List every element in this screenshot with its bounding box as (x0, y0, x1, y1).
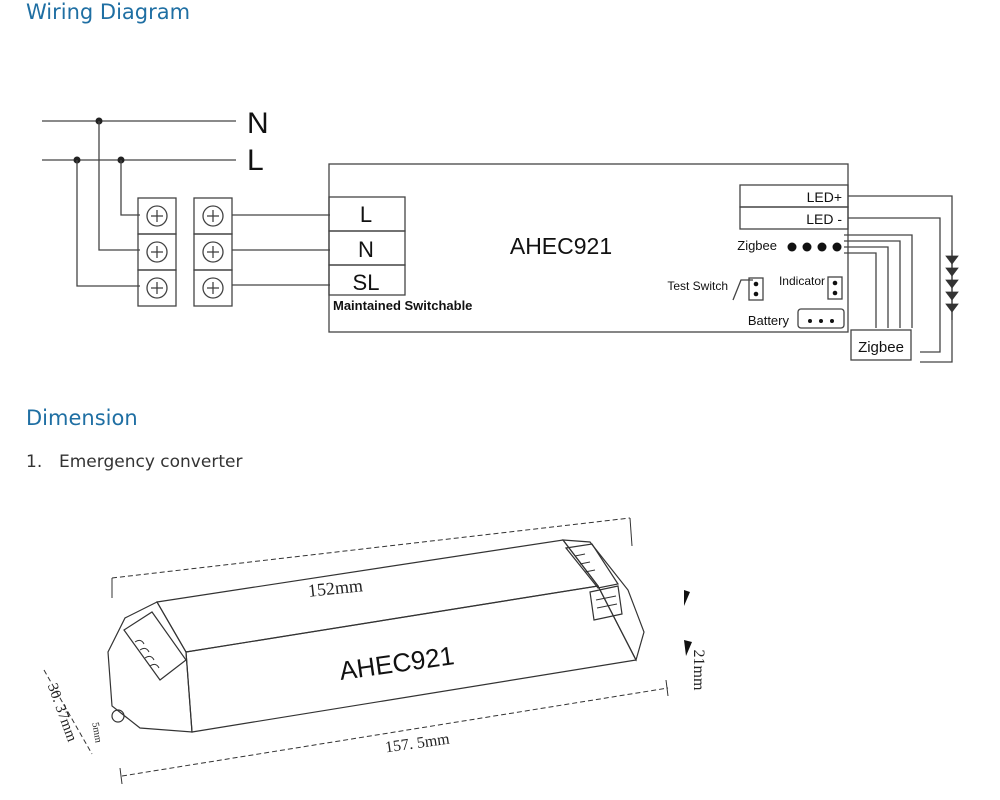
neutral-label: N (247, 107, 269, 140)
battery-connector-icon (797, 308, 845, 329)
hole-label: 5mm (89, 721, 103, 743)
dim-line-width (43, 669, 93, 755)
dimension-heading: Dimension (26, 406, 138, 430)
right-connector-top (564, 543, 619, 589)
height-arrow-top (684, 590, 690, 606)
wire-live-to-l (120, 160, 140, 216)
wire-zigbee-3 (844, 246, 889, 328)
dim-line-bottom (121, 687, 669, 777)
led-minus-label: LED - (806, 211, 842, 227)
device-name: AHEC921 (510, 233, 612, 259)
terminal-box-sl (328, 264, 406, 296)
dim-tick (119, 767, 123, 785)
bottom-length-label: 157. 5mm (384, 731, 451, 757)
terminal-label-l: L (360, 202, 372, 227)
battery-pins (808, 319, 834, 323)
dim-tick (665, 679, 669, 697)
wire-neutral-to-n (98, 121, 140, 251)
terminal-block-left (137, 197, 177, 307)
dimension-lines (43, 517, 669, 785)
right-connector-bottom (589, 585, 623, 621)
wiring-diagram-heading: Wiring Diagram (26, 0, 191, 24)
led-string-icon (945, 250, 959, 320)
right-end (561, 539, 645, 662)
test-switch-icon (732, 279, 753, 301)
left-end (107, 601, 193, 733)
list-item-emergency-converter: 1. Emergency converter (26, 452, 242, 472)
model-label: AHEC921 (337, 640, 456, 686)
test-switch-label: Test Switch (667, 279, 728, 293)
height-arrow-bottom (684, 640, 692, 656)
terminal-block-right (193, 197, 233, 307)
wire-zigbee-1 (844, 234, 913, 328)
converter-drawing (107, 539, 645, 733)
top-length-label: 152mm (307, 575, 364, 601)
dimension-arrows (684, 590, 692, 656)
wire-led-minus (848, 217, 941, 353)
left-connector (123, 611, 187, 681)
dim-line-top (111, 517, 631, 579)
wire-live-to-sl (76, 160, 140, 287)
wire-zigbee-2 (844, 240, 901, 328)
width-label: 30. 37mm (44, 681, 80, 744)
list-number: 1. (26, 452, 43, 472)
zigbee-module-box (850, 329, 912, 361)
zigbee-connector-pins (787, 242, 842, 252)
live-label: L (247, 144, 264, 177)
list-text: Emergency converter (59, 452, 243, 472)
indicator-label: Indicator (779, 274, 825, 288)
battery-label: Battery (748, 313, 790, 328)
zigbee-module-label: Zigbee (858, 339, 904, 356)
terminal-label-sl: SL (353, 270, 380, 295)
indicator-pins (832, 280, 838, 296)
dim-tick (629, 517, 633, 547)
terminal-label-n: N (358, 237, 374, 262)
indicator-connector (827, 276, 843, 300)
mounting-hole-icon (111, 709, 125, 723)
wiring-diagram (42, 117, 959, 363)
test-switch-connector (748, 277, 764, 301)
led-plus-label: LED+ (807, 189, 842, 205)
height-label: 21mm (690, 650, 707, 691)
test-switch-pins (753, 281, 759, 297)
wire-zigbee-4 (844, 252, 877, 328)
zigbee-label: Zigbee (737, 238, 777, 253)
connector-teeth (134, 553, 618, 669)
mode-label: Maintained Switchable (333, 298, 472, 313)
